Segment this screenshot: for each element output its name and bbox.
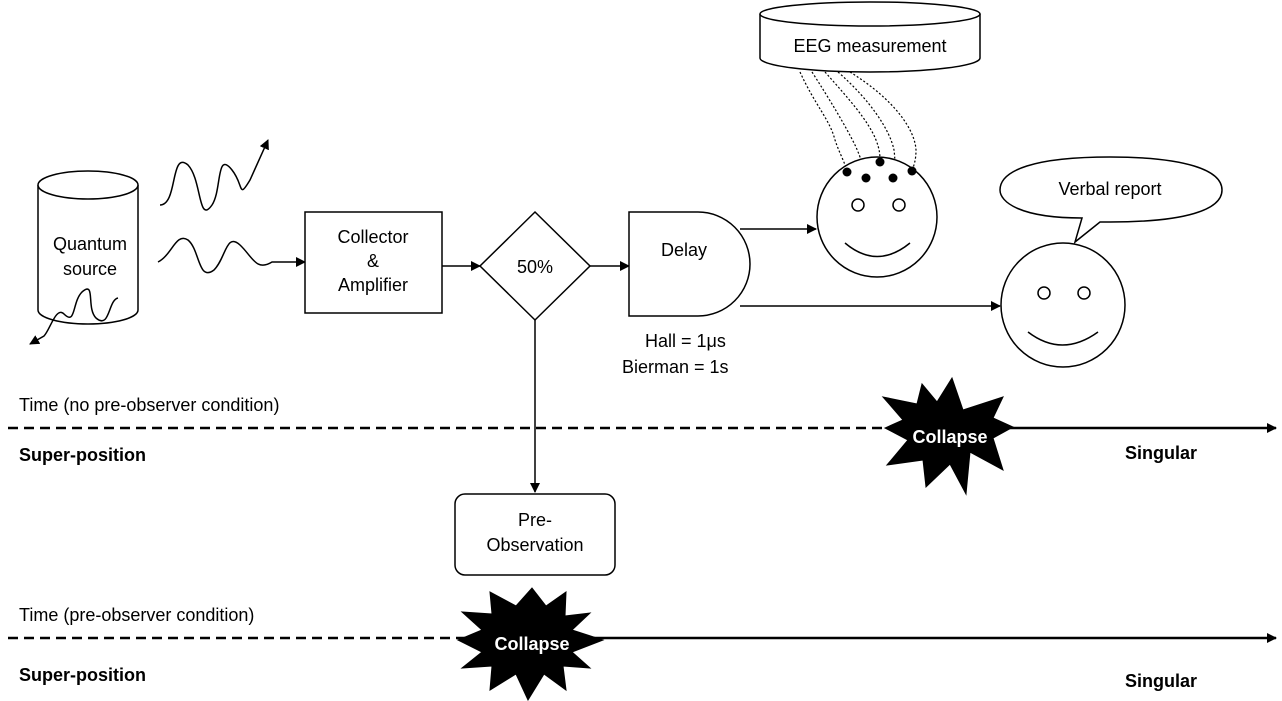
electrode-dot bbox=[842, 167, 852, 177]
pre-observation-label-line1: Pre- bbox=[518, 510, 552, 530]
collapse-burst-2: Collapse bbox=[456, 587, 605, 701]
electrode-dot bbox=[907, 166, 917, 176]
collector-label-line1: Collector bbox=[337, 227, 408, 247]
eeg-observer-face bbox=[816, 156, 938, 278]
quantum-source-label-line1: Quantum bbox=[53, 234, 127, 254]
splitter-diamond: 50% bbox=[478, 210, 592, 322]
timeline-2-caption: Time (pre-observer condition) bbox=[19, 605, 254, 625]
timeline-1-collapse-label: Collapse bbox=[912, 427, 987, 447]
eeg-electrode-wires bbox=[799, 71, 917, 179]
pre-observation-label-line2: Observation bbox=[486, 535, 583, 555]
quantum-source: Quantum source bbox=[37, 170, 139, 325]
quantum-source-label-line2: source bbox=[63, 259, 117, 279]
collector-label-line3: Amplifier bbox=[338, 275, 408, 295]
timeline-2-start-label: Super-position bbox=[19, 665, 146, 685]
timeline-2-collapse-label: Collapse bbox=[494, 634, 569, 654]
delay-note-bierman: Bierman = 1s bbox=[622, 357, 729, 377]
timeline-no-pre-observer: Time (no pre-observer condition) Super-p… bbox=[8, 376, 1277, 496]
delay-note-hall: Hall = 1μs bbox=[645, 331, 726, 351]
photon-wave-to-collector bbox=[157, 237, 306, 274]
timeline-pre-observer: Time (pre-observer condition) Super-posi… bbox=[8, 587, 1277, 701]
delay-label: Delay bbox=[661, 240, 707, 260]
delay-box: Delay bbox=[628, 211, 751, 317]
eeg-measurement: EEG measurement bbox=[759, 1, 981, 73]
verbal-observer-face bbox=[1000, 242, 1126, 368]
timeline-1-start-label: Super-position bbox=[19, 445, 146, 465]
electrode-dot bbox=[875, 157, 885, 167]
verbal-report-bubble: Verbal report bbox=[999, 156, 1223, 245]
collapse-burst-1: Collapse bbox=[881, 376, 1015, 496]
timeline-1-end-label: Singular bbox=[1125, 443, 1197, 463]
verbal-report-label: Verbal report bbox=[1058, 179, 1161, 199]
collector-label-line2: & bbox=[367, 251, 379, 271]
splitter-label: 50% bbox=[517, 257, 553, 277]
electrode-dot bbox=[861, 173, 871, 183]
electrode-dot bbox=[888, 173, 898, 183]
eeg-label: EEG measurement bbox=[793, 36, 946, 56]
pre-observation-box: Pre- Observation bbox=[454, 493, 616, 576]
photon-wave-lower bbox=[29, 288, 119, 345]
photon-wave-upper bbox=[159, 139, 269, 211]
timeline-1-caption: Time (no pre-observer condition) bbox=[19, 395, 279, 415]
timeline-2-end-label: Singular bbox=[1125, 671, 1197, 691]
collector-amplifier-box: Collector & Amplifier bbox=[304, 211, 443, 314]
